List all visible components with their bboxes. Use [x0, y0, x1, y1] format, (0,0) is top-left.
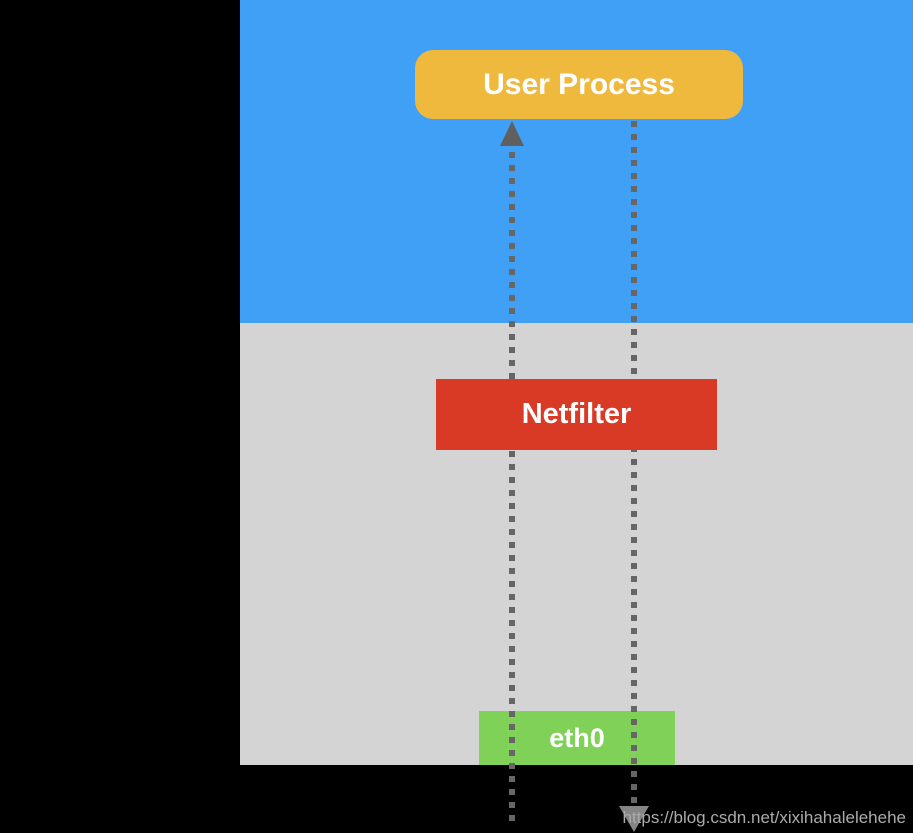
- inbound-packet-flow-line: [509, 152, 515, 827]
- user-process-box: User Process: [415, 50, 743, 119]
- netfilter-label: Netfilter: [521, 398, 632, 430]
- user-space-region: [240, 0, 913, 323]
- eth0-label: eth0: [549, 722, 605, 753]
- user-process-label: User Process: [483, 67, 675, 101]
- netfilter-box: Netfilter: [436, 379, 717, 450]
- watermark-url: https://blog.csdn.net/xixihahalelehehe: [622, 808, 906, 827]
- arrow-up-icon: [500, 121, 524, 146]
- arrow-down-icon: [619, 806, 649, 832]
- outbound-packet-flow-line: [631, 121, 637, 806]
